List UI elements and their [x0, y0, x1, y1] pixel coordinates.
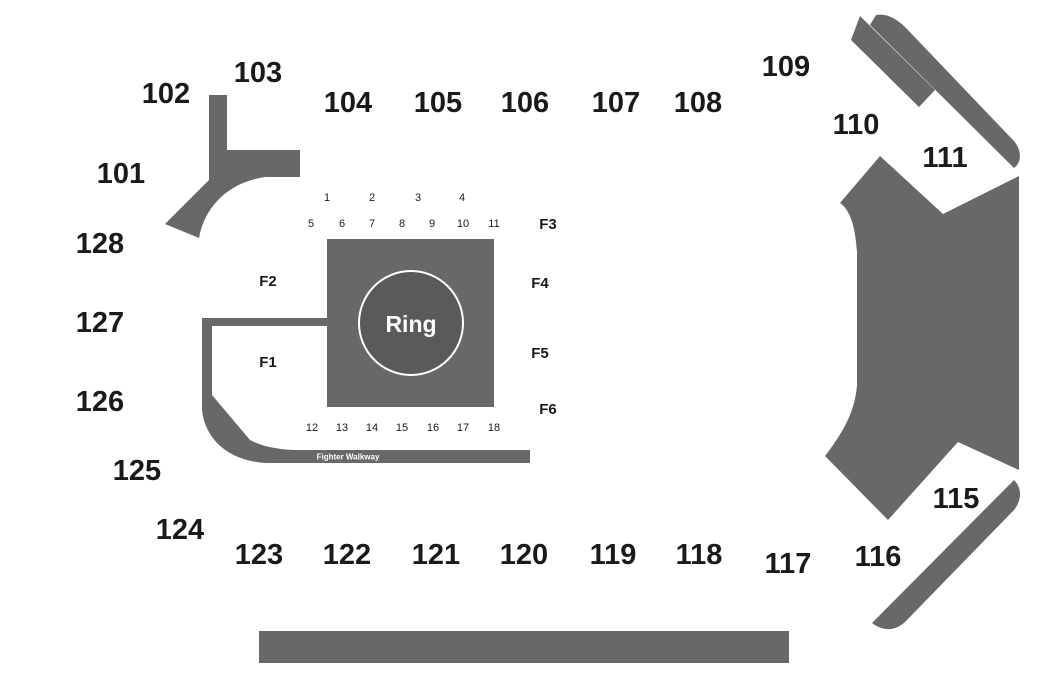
section-128[interactable]: 128 — [76, 228, 124, 260]
walkway-label: Fighter Walkway — [317, 453, 380, 462]
section-108[interactable]: 108 — [674, 87, 722, 119]
section-119[interactable]: 119 — [590, 539, 637, 571]
ringside-row-12[interactable]: 12 — [306, 422, 318, 434]
section-107[interactable]: 107 — [592, 87, 640, 119]
ringside-row-17[interactable]: 17 — [457, 422, 469, 434]
floor-section-f2[interactable]: F2 — [259, 273, 277, 290]
ringside-row-3[interactable]: 3 — [415, 192, 421, 204]
stand-block-bottom[interactable] — [259, 631, 789, 663]
ringside-row-8[interactable]: 8 — [399, 218, 405, 230]
section-111[interactable]: 111 — [922, 142, 967, 174]
floor-section-f1[interactable]: F1 — [259, 354, 277, 371]
section-105[interactable]: 105 — [414, 87, 462, 119]
ringside-row-2[interactable]: 2 — [369, 192, 375, 204]
ringside-row-4[interactable]: 4 — [459, 192, 465, 204]
ringside-row-11[interactable]: 11 — [488, 218, 499, 230]
section-127[interactable]: 127 — [76, 307, 124, 339]
stand-block-top-left[interactable] — [165, 95, 300, 238]
section-116[interactable]: 116 — [855, 541, 902, 573]
stand-block-115[interactable] — [872, 480, 1020, 630]
ring-label: Ring — [385, 311, 436, 337]
ringside-row-1[interactable]: 1 — [324, 192, 330, 204]
stand-block-109[interactable] — [851, 16, 935, 107]
fighter-walkway[interactable] — [202, 318, 530, 463]
section-101[interactable]: 101 — [97, 158, 145, 190]
section-117[interactable]: 117 — [765, 548, 812, 580]
ringside-row-10[interactable]: 10 — [457, 218, 469, 230]
section-121[interactable]: 121 — [412, 539, 460, 571]
floor-section-f3[interactable]: F3 — [539, 216, 557, 233]
stand-block-111[interactable] — [870, 14, 1020, 169]
section-106[interactable]: 106 — [501, 87, 549, 119]
section-123[interactable]: 123 — [235, 539, 283, 571]
section-110[interactable]: 110 — [833, 109, 880, 141]
floor-section-f4[interactable]: F4 — [531, 275, 549, 292]
floor-section-f6[interactable]: F6 — [539, 401, 557, 418]
ringside-row-16[interactable]: 16 — [427, 422, 439, 434]
ringside-row-13[interactable]: 13 — [336, 422, 348, 434]
ringside-row-9[interactable]: 9 — [429, 218, 435, 230]
section-102[interactable]: 102 — [142, 78, 190, 110]
section-122[interactable]: 122 — [323, 539, 371, 571]
section-125[interactable]: 125 — [113, 455, 161, 487]
stand-block-right-main[interactable] — [825, 156, 1019, 520]
section-126[interactable]: 126 — [76, 386, 124, 418]
section-120[interactable]: 120 — [500, 539, 548, 571]
ringside-row-14[interactable]: 14 — [366, 422, 378, 434]
section-115[interactable]: 115 — [933, 483, 980, 515]
section-104[interactable]: 104 — [324, 87, 372, 119]
section-103[interactable]: 103 — [234, 57, 282, 89]
ring[interactable] — [358, 270, 464, 376]
section-109[interactable]: 109 — [762, 51, 810, 83]
section-124[interactable]: 124 — [156, 514, 204, 546]
ringside-row-18[interactable]: 18 — [488, 422, 500, 434]
section-118[interactable]: 118 — [676, 539, 723, 571]
ringside-row-7[interactable]: 7 — [369, 218, 375, 230]
ringside-row-15[interactable]: 15 — [396, 422, 408, 434]
ringside-row-5[interactable]: 5 — [308, 218, 314, 230]
floor-section-f5[interactable]: F5 — [531, 345, 549, 362]
ringside-row-6[interactable]: 6 — [339, 218, 345, 230]
